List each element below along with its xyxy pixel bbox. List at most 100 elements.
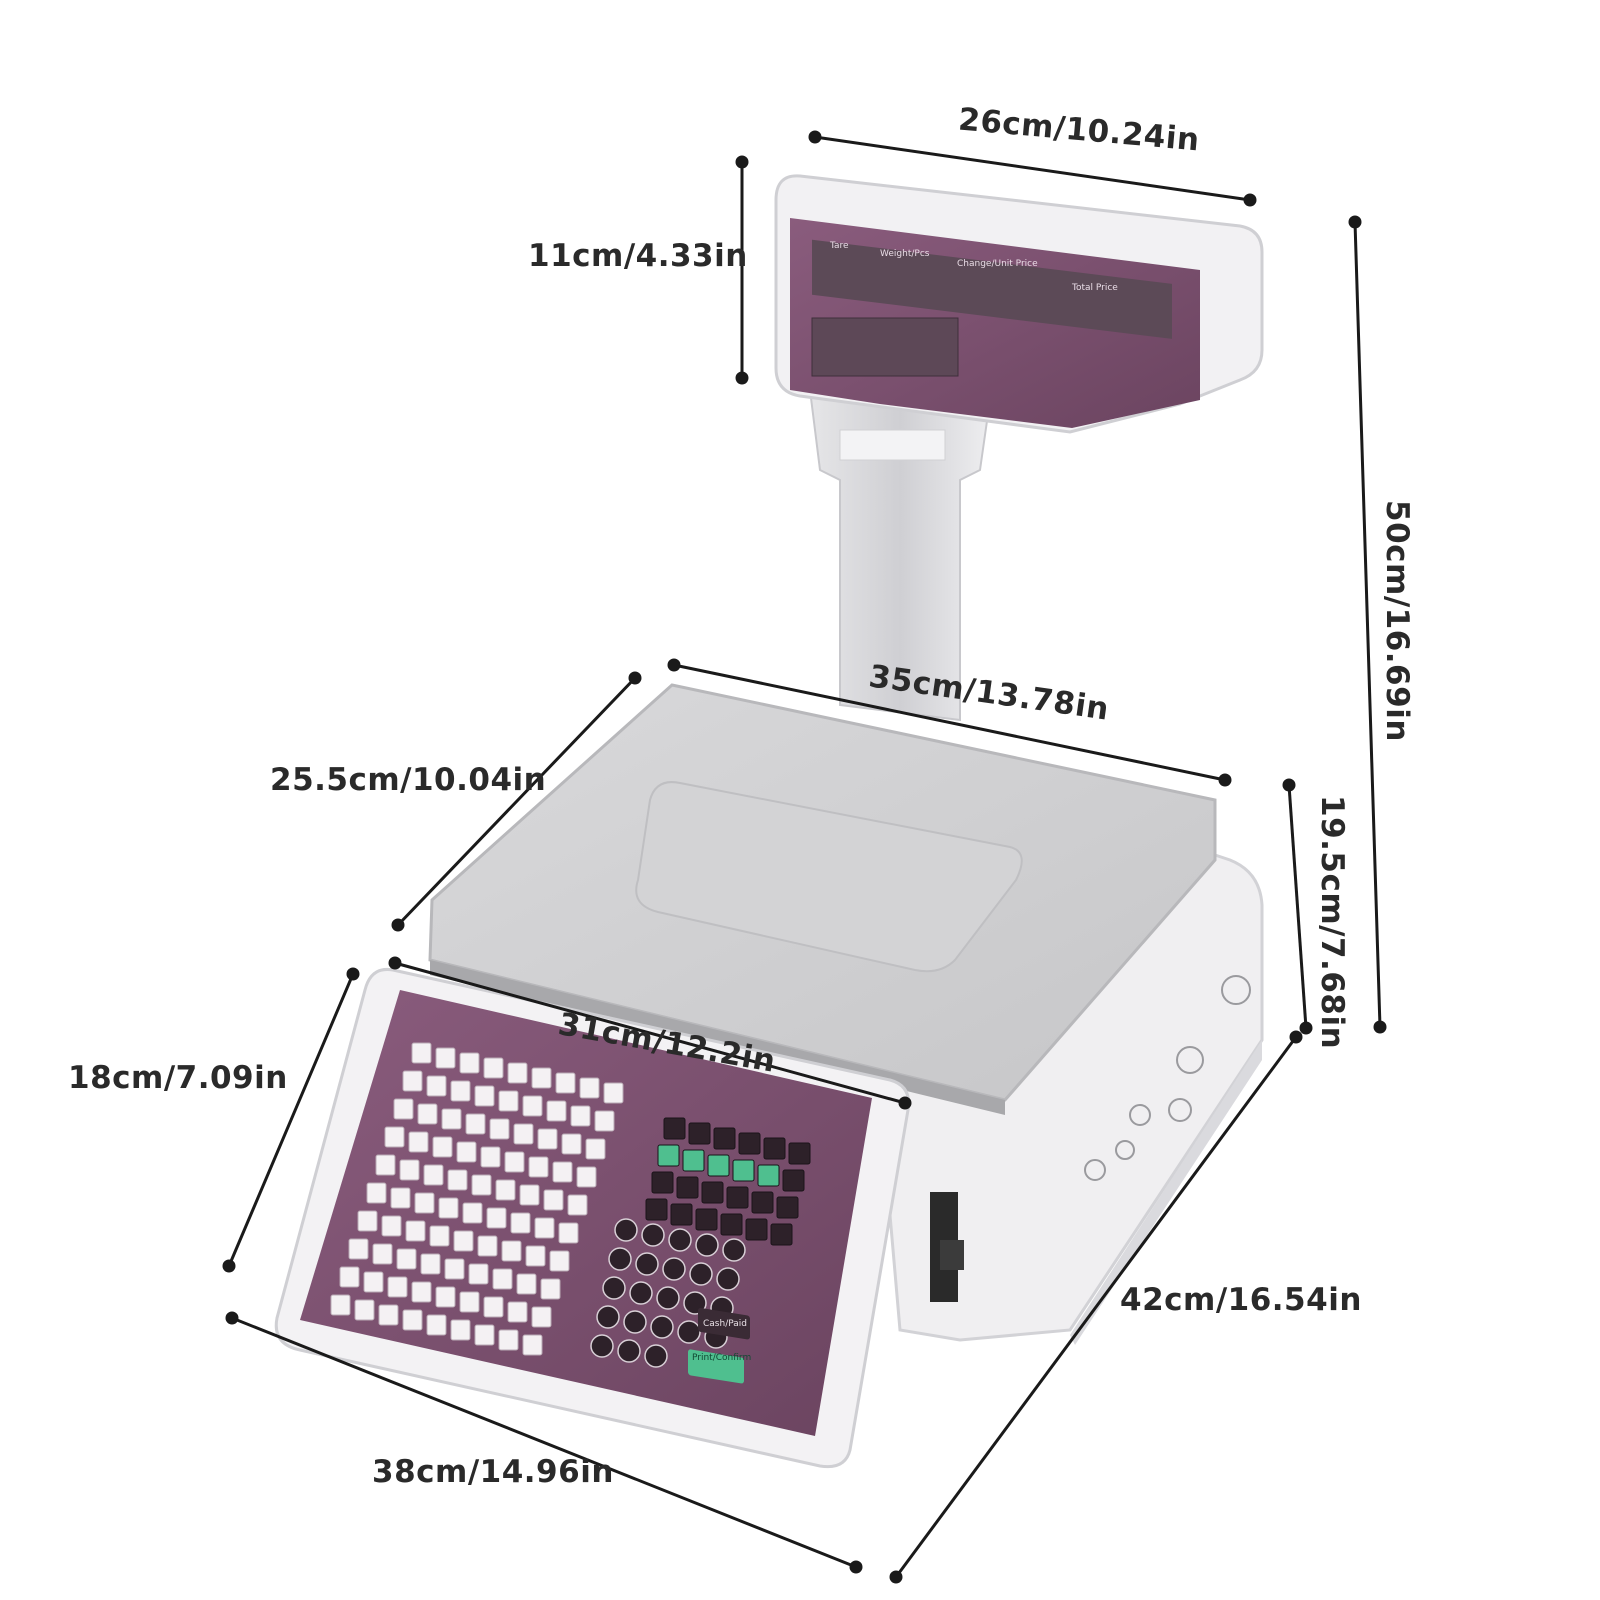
plu-key[interactable]	[435, 1286, 456, 1308]
plu-key[interactable]	[339, 1266, 360, 1288]
numeric-key[interactable]	[623, 1310, 647, 1334]
plu-key[interactable]	[486, 1207, 507, 1229]
plu-key[interactable]	[432, 1136, 453, 1158]
numeric-key[interactable]	[617, 1339, 641, 1363]
numeric-key[interactable]	[689, 1262, 713, 1286]
plu-key[interactable]	[447, 1169, 468, 1191]
plu-key[interactable]	[417, 1103, 438, 1125]
plu-key[interactable]	[408, 1131, 429, 1153]
plu-key[interactable]	[474, 1085, 495, 1107]
plu-key[interactable]	[561, 1133, 582, 1155]
numeric-key[interactable]	[608, 1247, 632, 1271]
function-key[interactable]	[645, 1198, 668, 1221]
plu-key[interactable]	[510, 1212, 531, 1234]
function-key[interactable]	[651, 1171, 674, 1194]
plu-key[interactable]	[516, 1273, 537, 1295]
function-key[interactable]	[707, 1154, 730, 1177]
plu-key[interactable]	[390, 1187, 411, 1209]
plu-key[interactable]	[375, 1154, 396, 1176]
plu-key[interactable]	[603, 1082, 624, 1104]
function-key[interactable]	[770, 1223, 793, 1246]
plu-key[interactable]	[552, 1161, 573, 1183]
plu-key[interactable]	[555, 1072, 576, 1094]
plu-key[interactable]	[498, 1090, 519, 1112]
plu-key[interactable]	[471, 1174, 492, 1196]
plu-key[interactable]	[507, 1062, 528, 1084]
function-key[interactable]	[757, 1164, 780, 1187]
plu-key[interactable]	[441, 1108, 462, 1130]
function-key[interactable]	[670, 1203, 693, 1226]
plu-key[interactable]	[429, 1225, 450, 1247]
plu-key[interactable]	[495, 1179, 516, 1201]
numeric-key[interactable]	[590, 1334, 614, 1358]
numeric-key[interactable]	[662, 1257, 686, 1281]
plu-key[interactable]	[330, 1294, 351, 1316]
function-key[interactable]	[657, 1144, 680, 1167]
plu-key[interactable]	[450, 1319, 471, 1341]
plu-key[interactable]	[531, 1306, 552, 1328]
plu-key[interactable]	[576, 1166, 597, 1188]
plu-key[interactable]	[378, 1304, 399, 1326]
plu-key[interactable]	[420, 1253, 441, 1275]
plu-key[interactable]	[459, 1052, 480, 1074]
plu-key[interactable]	[426, 1314, 447, 1336]
plu-key[interactable]	[462, 1202, 483, 1224]
plu-key[interactable]	[468, 1263, 489, 1285]
plu-key[interactable]	[384, 1126, 405, 1148]
plu-key[interactable]	[381, 1215, 402, 1237]
plu-key[interactable]	[357, 1210, 378, 1232]
plu-key[interactable]	[459, 1291, 480, 1313]
function-key[interactable]	[676, 1176, 699, 1199]
plu-key[interactable]	[426, 1075, 447, 1097]
plu-key[interactable]	[531, 1067, 552, 1089]
plu-key[interactable]	[579, 1077, 600, 1099]
plu-key[interactable]	[480, 1146, 501, 1168]
plu-key[interactable]	[549, 1250, 570, 1272]
function-key[interactable]	[738, 1132, 761, 1155]
cash-paid-key[interactable]: Cash/Paid	[698, 1307, 750, 1340]
plu-key[interactable]	[498, 1329, 519, 1351]
plu-key[interactable]	[513, 1123, 534, 1145]
function-key[interactable]	[682, 1149, 705, 1172]
plu-key[interactable]	[396, 1248, 417, 1270]
plu-key[interactable]	[423, 1164, 444, 1186]
numeric-key[interactable]	[641, 1223, 665, 1247]
plu-key[interactable]	[450, 1080, 471, 1102]
numeric-key[interactable]	[716, 1267, 740, 1291]
function-key[interactable]	[788, 1142, 811, 1165]
function-key[interactable]	[782, 1169, 805, 1192]
plu-key[interactable]	[348, 1238, 369, 1260]
plu-key[interactable]	[483, 1057, 504, 1079]
plu-key[interactable]	[567, 1194, 588, 1216]
numeric-key[interactable]	[650, 1315, 674, 1339]
plu-key[interactable]	[393, 1098, 414, 1120]
function-key[interactable]	[688, 1122, 711, 1145]
plu-key[interactable]	[594, 1110, 615, 1132]
plu-key[interactable]	[501, 1240, 522, 1262]
plu-key[interactable]	[537, 1128, 558, 1150]
plu-key[interactable]	[483, 1296, 504, 1318]
plu-key[interactable]	[411, 1042, 432, 1064]
plu-key[interactable]	[387, 1276, 408, 1298]
function-key[interactable]	[732, 1159, 755, 1182]
plu-key[interactable]	[435, 1047, 456, 1069]
numeric-key[interactable]	[668, 1228, 692, 1252]
numeric-key[interactable]	[635, 1252, 659, 1276]
plu-key[interactable]	[522, 1334, 543, 1356]
function-key[interactable]	[695, 1208, 718, 1231]
plu-key[interactable]	[546, 1100, 567, 1122]
plu-key[interactable]	[504, 1151, 525, 1173]
plu-key[interactable]	[354, 1299, 375, 1321]
plu-key[interactable]	[453, 1230, 474, 1252]
plu-key[interactable]	[465, 1113, 486, 1135]
plu-key[interactable]	[399, 1159, 420, 1181]
function-key[interactable]	[751, 1191, 774, 1214]
plu-key[interactable]	[519, 1184, 540, 1206]
function-key[interactable]	[701, 1181, 724, 1204]
plu-key[interactable]	[411, 1281, 432, 1303]
plu-key[interactable]	[366, 1182, 387, 1204]
plu-key[interactable]	[414, 1192, 435, 1214]
plu-key[interactable]	[474, 1324, 495, 1346]
plu-key[interactable]	[558, 1222, 579, 1244]
numeric-key[interactable]	[695, 1233, 719, 1257]
